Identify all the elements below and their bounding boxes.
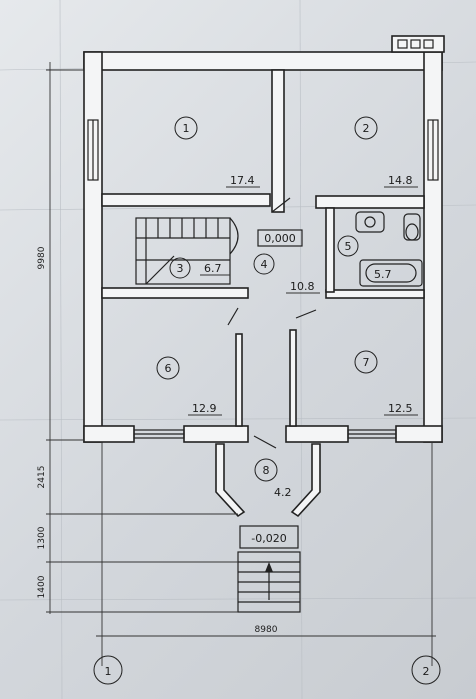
- room-1-number: 1: [183, 122, 190, 135]
- room-4-number: 4: [261, 258, 268, 271]
- room-2-marker: [354, 116, 378, 140]
- windows: [87, 119, 439, 439]
- room-7-marker: [354, 350, 378, 374]
- dim-total-width: 8980: [255, 625, 278, 635]
- floor-level: 0,000: [264, 232, 296, 245]
- axis-2-label: 2: [423, 665, 430, 678]
- room-5-area: 5.7: [374, 268, 392, 281]
- room-7-number: 7: [363, 356, 370, 369]
- axis-labels: 1 2: [105, 665, 430, 678]
- dim-porch: 2415: [37, 466, 47, 489]
- vent-block: [391, 35, 445, 53]
- interior-staircase: [135, 217, 239, 285]
- dimension-values: 9980 2415 1300 1400 8980: [37, 246, 278, 635]
- room-numbers: 1 2 3 4 5 6 7 8: [165, 122, 370, 477]
- room-8-marker: [254, 458, 278, 482]
- outer-walls: [83, 51, 443, 443]
- level-marks: 0,000 -0,020: [251, 229, 303, 545]
- room-4-marker: [253, 253, 275, 275]
- dim-stairs: 1400: [37, 575, 47, 598]
- room-8-area: 4.2: [274, 486, 292, 499]
- room-3-marker: [169, 257, 191, 279]
- entrance-level: -0,020: [251, 532, 286, 545]
- room-2-area: 14.8: [388, 174, 413, 187]
- room-1-area: 17.4: [230, 174, 255, 187]
- room-6-area: 12.9: [192, 402, 217, 415]
- room-markers: [93, 116, 441, 685]
- room-1-marker: [174, 116, 198, 140]
- dim-step-zone: 1300: [37, 526, 47, 549]
- interior-walls: [101, 69, 425, 427]
- dimension-lines: [46, 62, 436, 666]
- room-4-area: 10.8: [290, 280, 315, 293]
- porch: [215, 435, 321, 549]
- bathroom-fixtures: [355, 211, 423, 287]
- axis-2-marker: [411, 655, 441, 685]
- room-3-area: 6.7: [204, 262, 222, 275]
- room-5-number: 5: [345, 240, 352, 253]
- room-2-number: 2: [363, 122, 370, 135]
- room-3-number: 3: [177, 262, 184, 275]
- room-areas: 17.4 14.8 6.7 10.8 5.7 12.9 12.5 4.2: [188, 174, 418, 499]
- room-6-number: 6: [165, 362, 172, 375]
- room-5-marker: [337, 235, 359, 257]
- axis-1-marker: [93, 655, 123, 685]
- room-7-area: 12.5: [388, 402, 413, 415]
- room-8-number: 8: [263, 464, 270, 477]
- axis-1-label: 1: [105, 665, 112, 678]
- dim-total-height: 9980: [37, 246, 47, 269]
- room-6-marker: [156, 356, 180, 380]
- entrance-steps: [237, 551, 301, 613]
